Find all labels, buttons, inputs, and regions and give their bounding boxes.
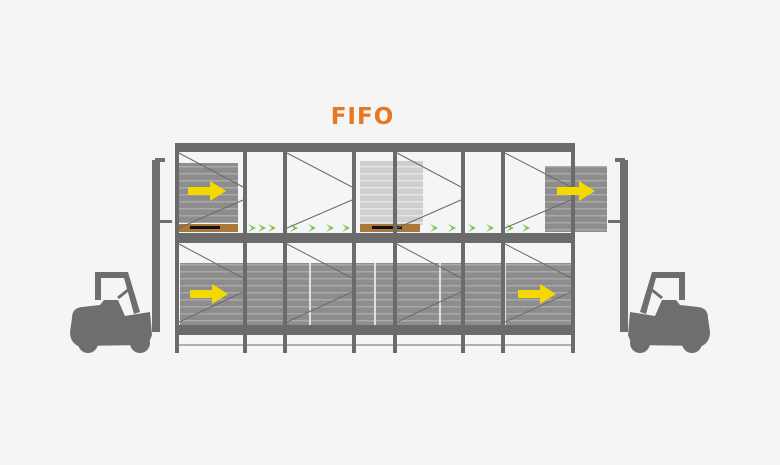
pallet-exiting <box>545 166 607 232</box>
forklift-unloading-icon <box>606 156 712 355</box>
pallet-middle <box>360 161 423 225</box>
diagram-title: FIFO <box>330 104 395 130</box>
forklift-loading-icon <box>68 156 174 355</box>
rack-frame <box>175 143 575 353</box>
roller-lane <box>178 224 530 232</box>
